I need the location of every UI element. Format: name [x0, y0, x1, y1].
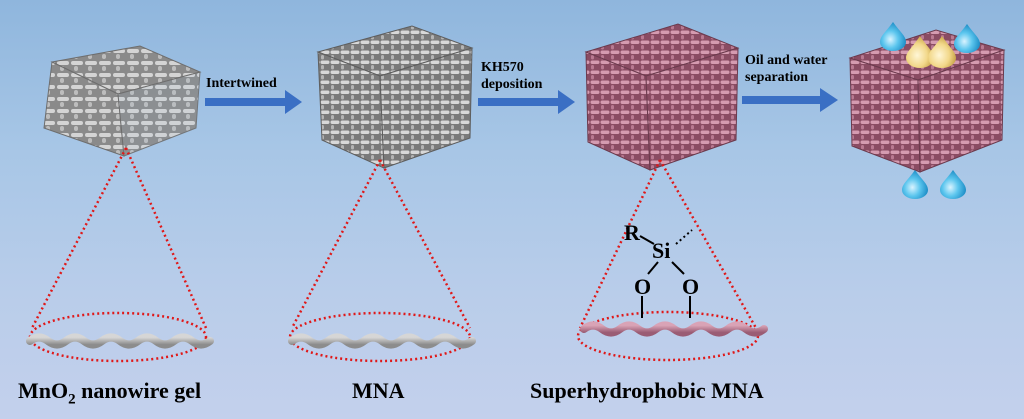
nanowire-gray-1 [26, 333, 214, 349]
oil-drop-icon [906, 36, 934, 68]
arrow-label-intertwined: Intertwined [206, 76, 277, 91]
arrow-intertwined [205, 90, 302, 114]
zoom-cone-1 [28, 147, 208, 363]
chem-o-left: O [634, 274, 652, 299]
zoom-cone-2 [288, 159, 472, 363]
mno2-mesh [43, 45, 202, 157]
superhydrophobic-cube [584, 23, 740, 171]
arrow-label-kh570: KH570 deposition [481, 60, 543, 92]
chem-si: Si [652, 238, 671, 263]
arrow-label-separation: Oil and water separation [745, 53, 828, 85]
arrow-kh570 [478, 90, 575, 114]
water-drop-icon [902, 170, 928, 199]
label-superhydrophobic-mna: Superhydrophobic MNA [530, 378, 764, 403]
chem-o-right: O [682, 274, 700, 299]
label-mna: MNA [352, 378, 405, 403]
silane-bonds [639, 229, 693, 318]
nanowire-pink [580, 321, 768, 337]
arrow-separation [742, 88, 838, 112]
label-mno2-gel: MnO2 nanowire gel [18, 378, 202, 408]
water-drop-icon [940, 170, 966, 199]
water-drop-icon [880, 22, 906, 51]
nanowire-gray-2 [288, 333, 476, 349]
chem-r: R [624, 220, 640, 245]
oil-drop-icon [928, 36, 956, 68]
water-drop-icon [954, 24, 980, 53]
mna-cube [316, 25, 474, 169]
